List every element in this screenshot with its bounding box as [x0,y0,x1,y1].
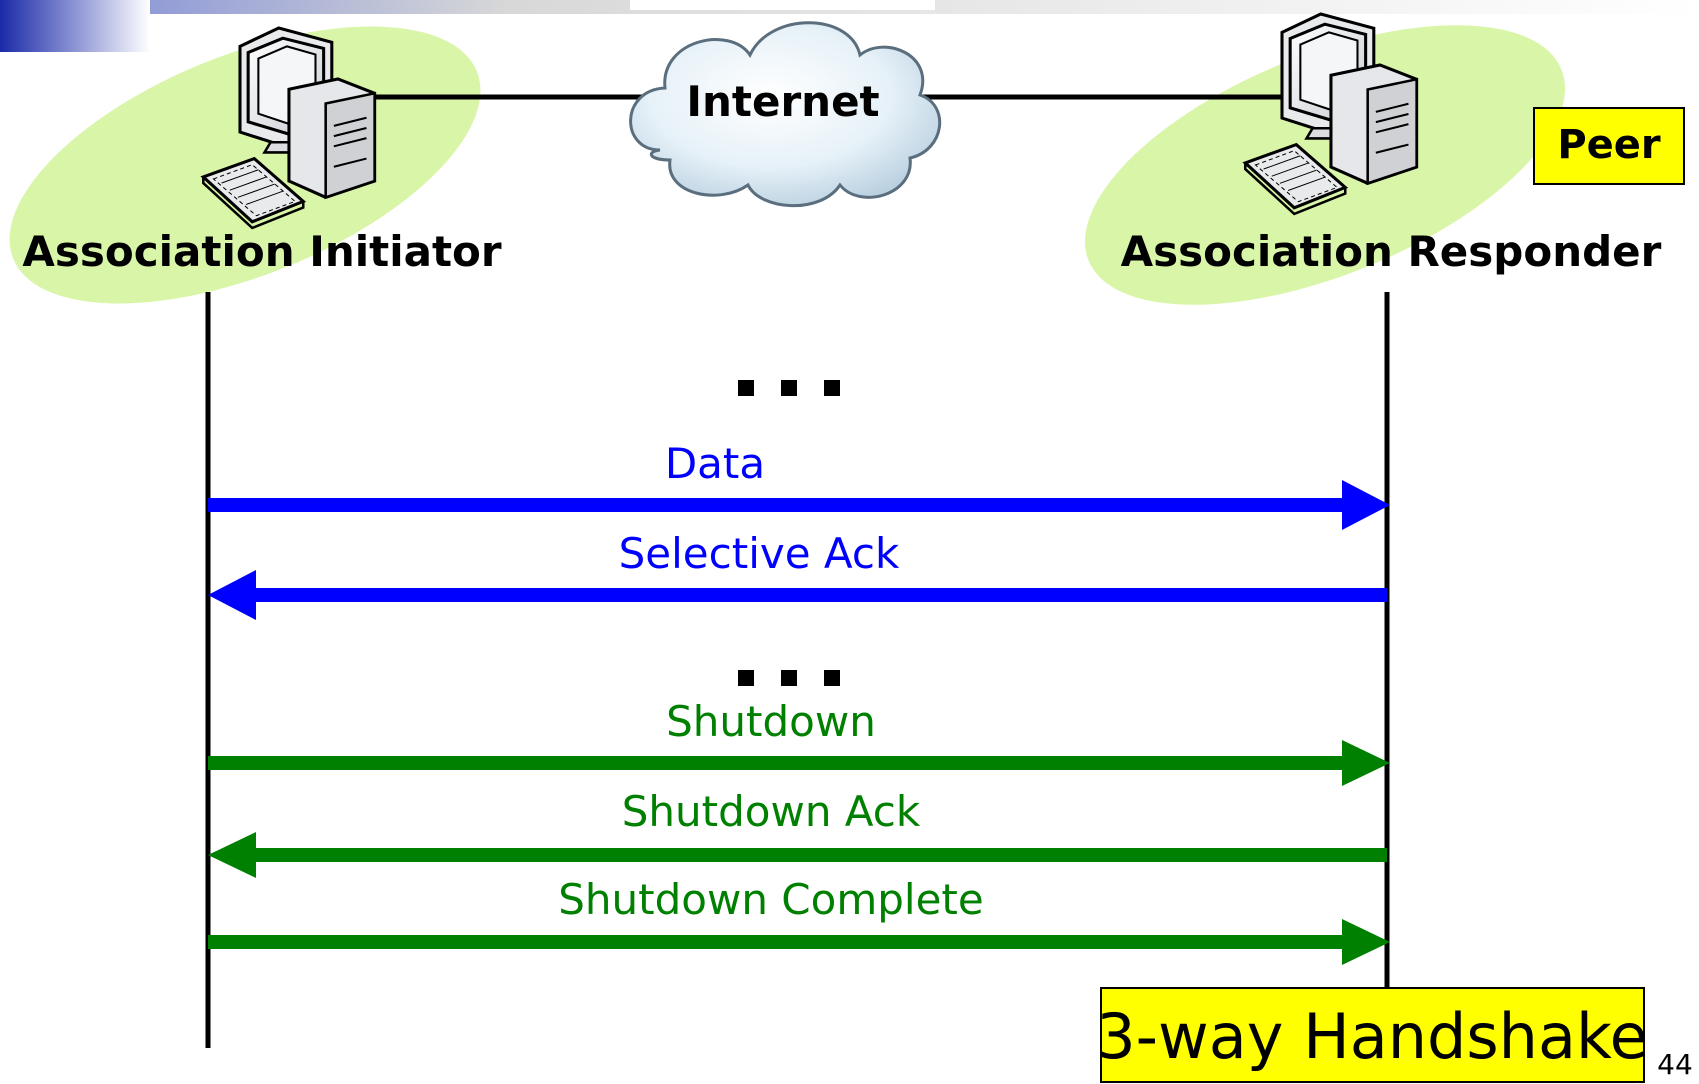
ellipsis-top [738,380,840,396]
responder-label: Association Responder [1121,227,1662,276]
message-shutdown: Shutdown [208,697,1390,786]
handshake-box [1100,987,1645,1083]
header-gap [630,0,935,10]
message-shutdown-complete-label: Shutdown Complete [558,875,983,924]
message-shutdown-ack-label: Shutdown Ack [622,787,921,836]
cloud-icon [629,21,942,208]
peer-badge-label: Peer [1557,122,1661,168]
message-shutdown-ack: Shutdown Ack [208,787,1387,878]
message-shutdown-label: Shutdown [666,697,876,746]
message-shutdown-complete: Shutdown Complete [208,875,1390,965]
message-selective-ack: Selective Ack [208,529,1387,620]
ellipsis-middle [738,670,840,686]
message-data: Data [208,439,1390,530]
responder-ellipse [1085,25,1565,305]
message-data-label: Data [665,439,765,488]
handshake-title: 3-way Handshake [1096,1000,1648,1073]
initiator-label: Association Initiator [22,227,502,276]
page-number: 44 [1657,1048,1693,1081]
header-accent-block [0,0,150,52]
peer-badge-box [1533,107,1685,185]
cloud-label: Internet [686,77,879,126]
message-selective-ack-label: Selective Ack [619,529,900,578]
